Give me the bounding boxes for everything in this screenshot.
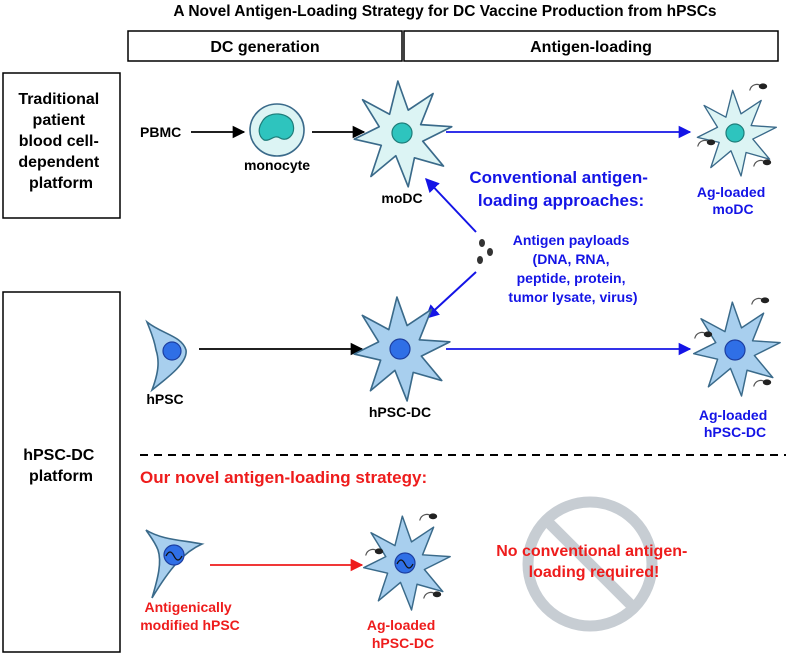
payload-to-modc-arrow <box>425 177 477 233</box>
hpsc-dc-label: hPSC-DC <box>369 404 431 420</box>
ag-loaded-hpsc-dc-cell <box>692 296 781 397</box>
antigenically-modified-hpsc-cell <box>145 529 205 599</box>
novel-strategy-heading: Our novel antigen-loading strategy: <box>140 468 427 487</box>
conventional-heading: Conventional antigen- loading approaches… <box>469 168 652 210</box>
ag-loaded-modc-cell <box>696 82 778 177</box>
hpsc-dc-platform-label: hPSC-DC platform <box>23 447 99 485</box>
hpsc-dc-platform-box <box>2 291 121 653</box>
hpsc-cell <box>145 319 187 393</box>
monocyte-label: monocyte <box>244 157 310 173</box>
payload-to-hpsc-dc-arrow <box>424 271 477 319</box>
hpsc-label: hPSC <box>146 391 183 407</box>
diagram-title: A Novel Antigen-Loading Strategy for DC … <box>173 3 716 20</box>
modc-label: moDC <box>381 190 422 206</box>
traditional-platform-box <box>2 72 121 219</box>
prohibited-icon <box>522 496 658 632</box>
ag-loaded-hpsc-dc-label: Ag-loaded hPSC-DC <box>699 407 771 440</box>
antigen-loading-header-box <box>403 30 779 62</box>
antigen-payloads-text: Antigen payloads (DNA, RNA, peptide, pro… <box>508 232 637 305</box>
antigen-loading-header: Antigen-loading <box>530 39 652 56</box>
traditional-platform-label: Traditional patient blood cell- dependen… <box>18 91 103 192</box>
modc-cell <box>353 80 453 188</box>
hpsc-dc-cell <box>353 296 451 402</box>
no-conventional-loading-text: No conventional antigen- loading require… <box>496 543 692 581</box>
pbmc-label: PBMC <box>140 124 181 140</box>
antigen-payload-dots <box>477 239 493 264</box>
ag-loaded-hpsc-dc-bottom-cell <box>362 512 451 611</box>
ag-loaded-modc-label: Ag-loaded moDC <box>697 184 769 217</box>
ag-loaded-hpsc-dc-bottom-label: Ag-loaded hPSC-DC <box>367 617 439 651</box>
antigenically-modified-hpsc-label: Antigenically modified hPSC <box>140 599 240 633</box>
dc-generation-header: DC generation <box>210 39 319 56</box>
monocyte-cell <box>249 103 305 157</box>
dc-generation-header-box <box>127 30 403 62</box>
